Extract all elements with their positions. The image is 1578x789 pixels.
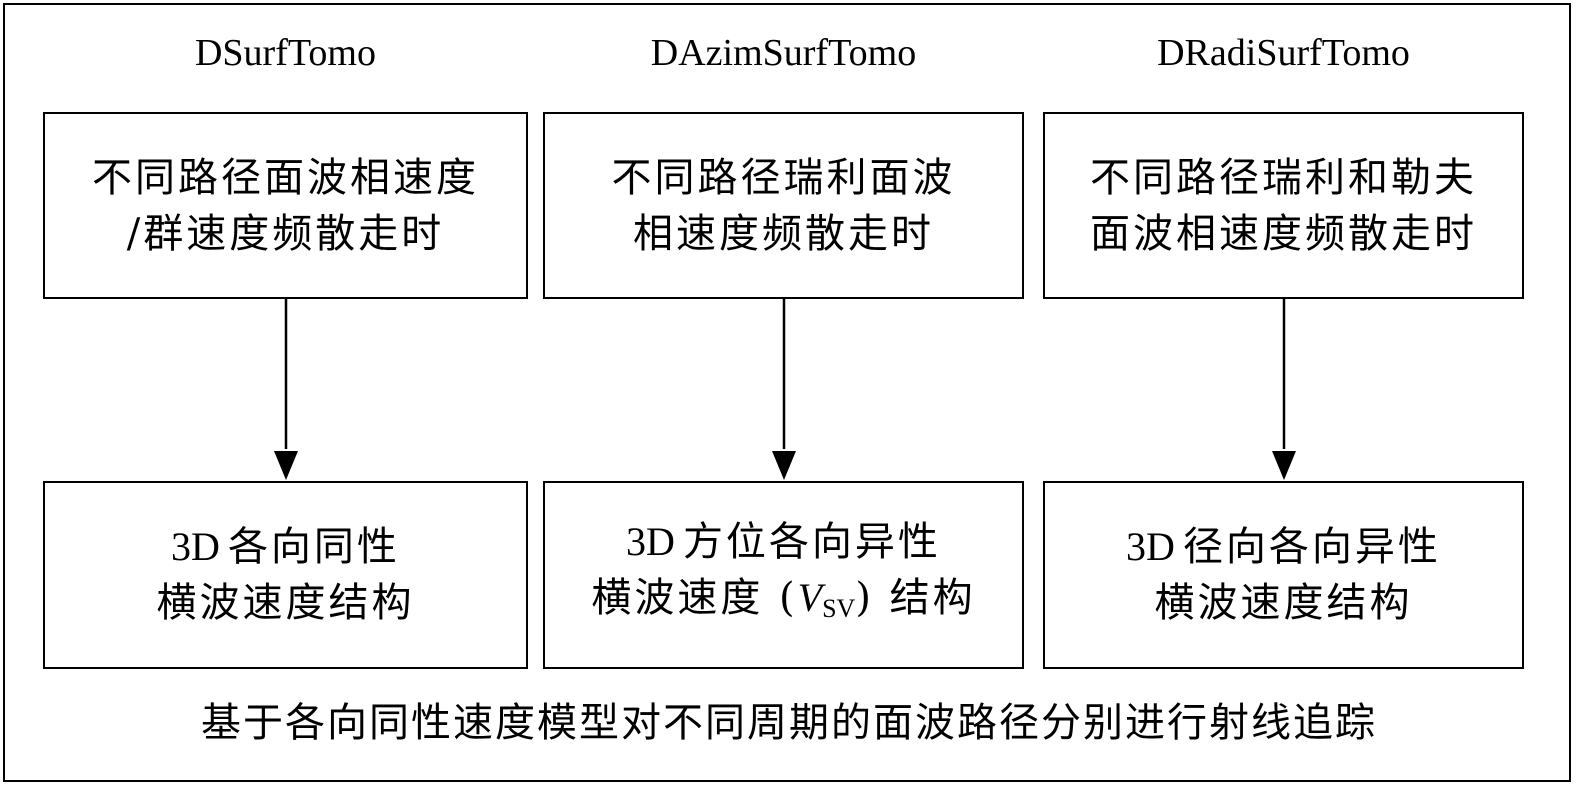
output-text-prefix: 横波速度 ( [591, 574, 798, 621]
column-title-dazimsurftomo: DAzimSurfTomo [650, 32, 917, 74]
footer-caption: 基于各向同性速度模型对不同周期的面波路径分别进行射线追踪 [201, 700, 1377, 746]
output-text: 径向各向异性 [1182, 524, 1441, 570]
output-line: 横波速度结构 [156, 580, 415, 626]
input-box-dradisurftomo: 不同路径瑞利和勒夫 面波相速度频散走时 [1043, 112, 1524, 299]
input-box-dsurftomo: 不同路径面波相速度 /群速度频散走时 [43, 112, 528, 299]
output-line: 横波速度结构 [1154, 580, 1413, 626]
dimension-label: 3D [171, 524, 220, 569]
down-arrow-icon [772, 299, 796, 480]
input-line: 不同路径瑞利和勒夫 [1090, 154, 1477, 201]
column-title-dsurftomo: DSurfTomo [194, 32, 376, 74]
down-arrow-icon [1272, 299, 1296, 480]
symbol-variable: V [797, 574, 823, 620]
output-text: 方位各向异性 [682, 518, 941, 565]
column-title-dradisurftomo: DRadiSurfTomo [1157, 32, 1410, 74]
input-line: /群速度频散走时 [126, 210, 445, 257]
output-text-suffix: ) 结构 [855, 574, 976, 621]
symbol-subscript: SV [822, 593, 856, 623]
down-arrow-icon [274, 299, 298, 480]
dimension-label: 3D [626, 518, 675, 564]
outer-frame [3, 3, 1571, 782]
dimension-label: 3D [1126, 524, 1175, 569]
input-line: 面波相速度频散走时 [1090, 210, 1477, 257]
output-text: 各向同性 [227, 524, 400, 570]
input-line: 不同路径面波相速度 [92, 154, 479, 201]
input-line: 相速度频散走时 [633, 210, 934, 257]
input-box-dazimsurftomo: 不同路径瑞利面波 相速度频散走时 [543, 112, 1024, 299]
vsv-symbol: VSV [797, 574, 856, 623]
input-line: 不同路径瑞利面波 [611, 154, 956, 201]
output-line: 横波速度 (VSV) 结构 [591, 570, 975, 637]
